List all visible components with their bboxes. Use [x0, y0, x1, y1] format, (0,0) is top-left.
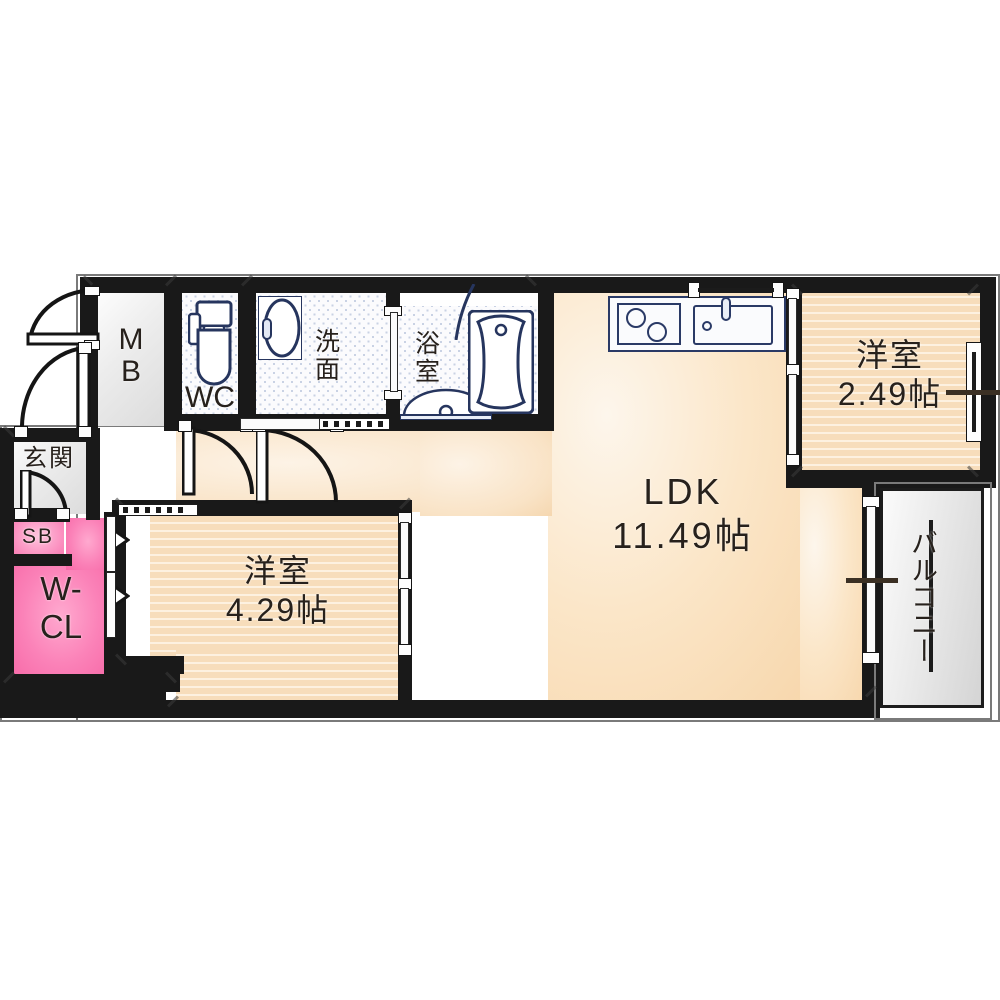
- wall-right-upper: [980, 277, 996, 481]
- balcony-inner-frame-left: [880, 488, 883, 708]
- wall-wc-right: [238, 277, 256, 429]
- wall-bottom-main: [160, 700, 880, 718]
- wall-bath-right: [538, 277, 554, 431]
- wcl-door-panel-upper[interactable]: [106, 516, 116, 572]
- room-walk-in-closet-floor: [12, 564, 110, 678]
- label-bathroom-line2: 室: [414, 358, 441, 386]
- bathtub: [468, 310, 534, 414]
- bathroom-wash-counter: [400, 386, 492, 420]
- entrance-door-jamb-bottom: [14, 426, 28, 438]
- room-shoe-box-floor: [12, 518, 64, 558]
- entrance-door-jamb-top: [78, 342, 92, 354]
- toilet-unit: [188, 300, 236, 404]
- entrance-door-swing[interactable]: [19, 346, 92, 437]
- label-mb-line1: M: [118, 323, 144, 356]
- room-hall-floor-ext: [420, 430, 552, 516]
- room-ldk-floor: [548, 290, 814, 708]
- label-shoe-box: SB: [12, 524, 64, 550]
- room-walk-in-closet-floor-b: [66, 518, 110, 570]
- balcony-inner-frame-right: [981, 488, 984, 708]
- room-bedroom-small-floor: [800, 290, 984, 475]
- hall-slide-panel[interactable]: [240, 418, 320, 430]
- wall-entrance-right: [86, 428, 100, 520]
- bath-door-panel[interactable]: [390, 312, 398, 392]
- label-ldk-line1: LDK: [643, 471, 723, 512]
- wcl-door-panel-lower[interactable]: [106, 572, 116, 638]
- wall-mb-right: [164, 277, 182, 429]
- room-meter-box-floor: [98, 290, 164, 426]
- room-bedroom-main-floor-b: [176, 648, 402, 702]
- label-bedroom-main-line1: 洋室: [243, 553, 312, 589]
- vanity-washbasin: [258, 296, 302, 360]
- label-bedroom-main-line2: 4.29帖: [225, 592, 331, 629]
- label-wcl-line1: W-: [40, 570, 82, 607]
- label-toilet: WC: [174, 380, 246, 417]
- wall-bath-left-upper: [386, 277, 400, 311]
- bedroom-north-vent: [118, 504, 198, 516]
- label-walk-in-closet: W-CL: [14, 570, 108, 646]
- washroom-door-swing[interactable]: [254, 426, 340, 511]
- label-entrance-text: 玄関: [23, 445, 75, 472]
- kitchen-counter: [608, 296, 786, 352]
- small-bedroom-slider-jamb-bottom: [786, 454, 800, 466]
- small-bedroom-slider-panel-1[interactable]: [788, 298, 797, 368]
- wall-entrance-left: [0, 428, 14, 718]
- wc-door-jamb-top: [178, 420, 192, 432]
- label-balcony: バルコニー: [904, 506, 938, 686]
- balcony-slider-jamb-bottom: [862, 652, 880, 664]
- label-washroom-line2: 面: [314, 356, 341, 384]
- balcony-cross-mark-h: [846, 578, 898, 583]
- label-wc-text: WC: [185, 381, 235, 414]
- label-bathroom: 浴室: [408, 330, 448, 386]
- label-sb-text: SB: [21, 525, 54, 548]
- room-bedroom-main-floor: [150, 516, 402, 662]
- room-ldk-floor-right: [800, 476, 866, 708]
- balcony-slider-panel-1[interactable]: [866, 506, 876, 586]
- balcony-inner-frame: [880, 488, 984, 491]
- label-washroom: 洗面: [308, 328, 348, 384]
- sb-door-jamb: [14, 508, 28, 520]
- balcony-rail-mark: [929, 520, 933, 672]
- label-balcony-text: バルコニー: [907, 528, 937, 664]
- label-mb-line2: B: [120, 354, 141, 388]
- wc-door-swing[interactable]: [181, 426, 256, 503]
- label-bedroom-small-line1: 洋室: [855, 337, 924, 373]
- balcony-inner-frame-bottom: [880, 705, 984, 708]
- bath-door-arc: [452, 284, 478, 340]
- balcony-slider-panel-2[interactable]: [866, 582, 876, 662]
- kitchen-window-bar: [698, 288, 774, 292]
- wall-bedroom-bottom-notch: [112, 656, 184, 674]
- wall-shoebox-bottom: [0, 554, 72, 566]
- label-bedroom-small-line2: 2.49帖: [837, 376, 943, 413]
- mb-door-jamb-top: [84, 286, 100, 296]
- window-cross-mark-h: [946, 390, 1000, 395]
- sb-door-jamb2: [56, 508, 70, 520]
- label-washroom-line1: 洗: [314, 328, 341, 356]
- washroom-vent: [318, 418, 390, 430]
- entrance-door-jamb-bottom2: [78, 426, 92, 438]
- wall-bottom-step: [0, 674, 166, 718]
- label-ldk-line2: 11.49帖: [612, 514, 754, 556]
- label-bathroom-line1: 浴: [414, 330, 441, 358]
- label-wcl-line2: CL: [39, 607, 83, 645]
- bedroom-slider-jamb-bottom: [398, 644, 412, 656]
- label-entrance: 玄関: [12, 444, 86, 473]
- small-bedroom-slider-panel-2[interactable]: [788, 374, 797, 458]
